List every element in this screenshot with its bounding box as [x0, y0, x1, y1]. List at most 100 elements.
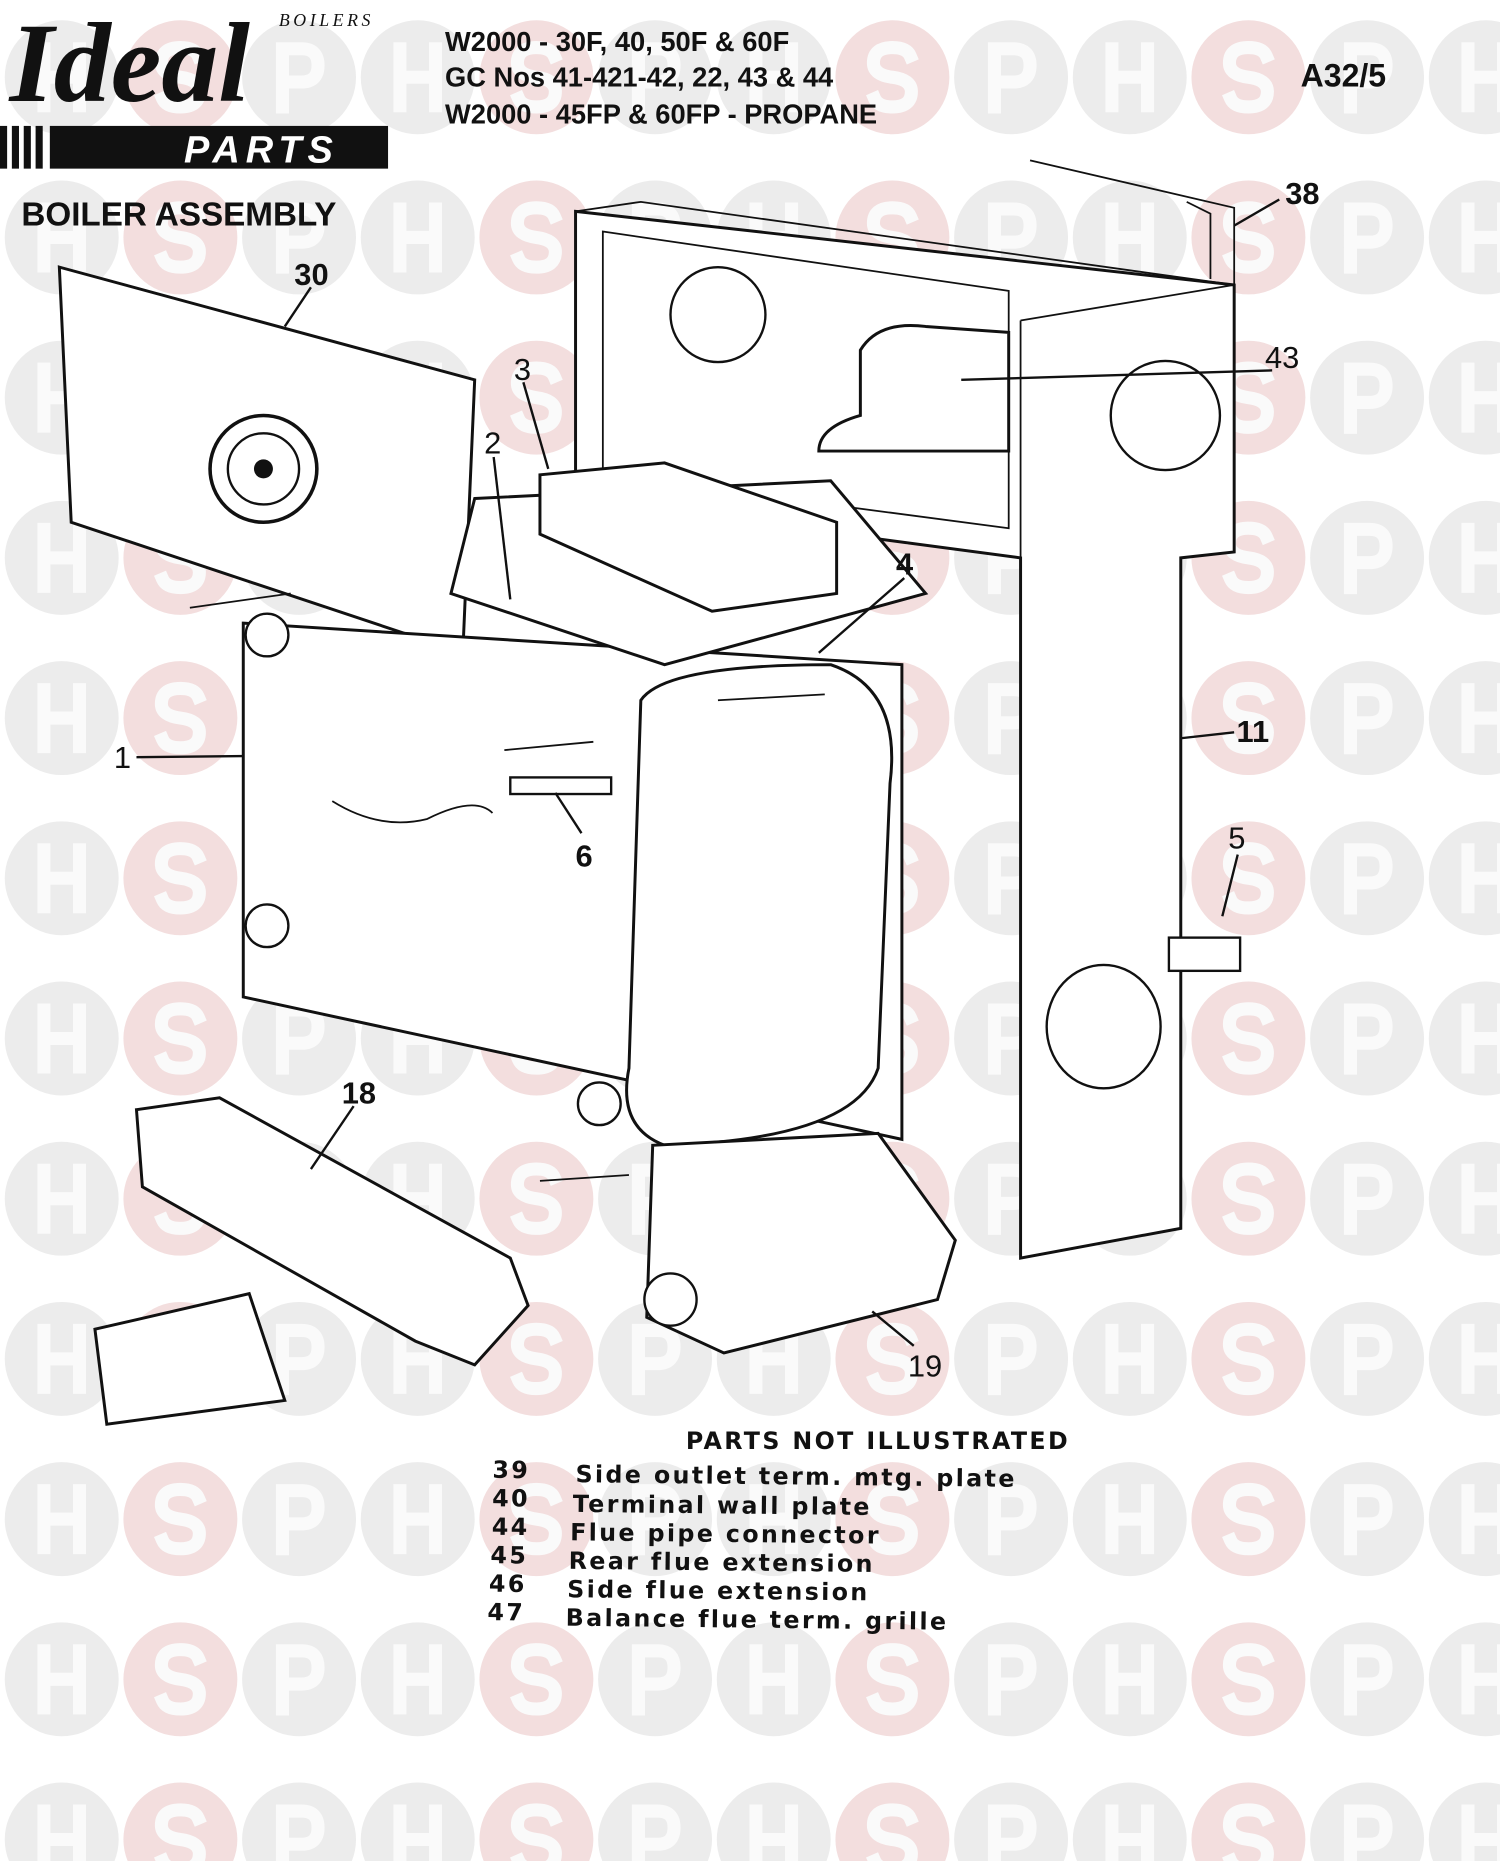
watermark-glyph: [1461, 1484, 1500, 1555]
watermark-glyph: [37, 843, 87, 914]
watermark-glyph: [987, 1644, 1037, 1716]
watermark-glyph: [1343, 1484, 1393, 1556]
watermark-glyph: [37, 683, 87, 754]
part-number: 47: [487, 1598, 525, 1626]
watermark-glyph: [1343, 42, 1393, 114]
watermark-glyph: [987, 1804, 1037, 1861]
watermark-glyph: [1461, 522, 1500, 593]
watermark-circle: [1191, 1782, 1306, 1861]
models-line-2: GC Nos 41-421-42, 22, 43 & 44: [445, 62, 834, 93]
watermark-glyph: [1461, 683, 1500, 754]
watermark-glyph: [154, 1643, 207, 1716]
watermark-glyph: [1222, 521, 1275, 595]
watermark-glyph: [1461, 1644, 1500, 1715]
watermark-glyph: [275, 1644, 325, 1716]
part-number: 39: [492, 1456, 530, 1484]
part-description: Terminal wall plate: [573, 1490, 872, 1521]
watermark-glyph: [987, 1484, 1037, 1556]
callout-1[interactable]: 1: [114, 740, 131, 775]
watermark-glyph: [275, 1484, 325, 1556]
parts-not-illustrated: PARTS NOT ILLUSTRATED 39 Side outlet ter…: [487, 1427, 1070, 1636]
watermark-glyph: [1461, 42, 1500, 113]
callout-38[interactable]: 38: [1285, 176, 1319, 211]
watermark-glyph: [1461, 1003, 1500, 1074]
watermark-circle: [242, 1782, 356, 1861]
watermark-glyph: [866, 1482, 919, 1556]
callout-18[interactable]: 18: [342, 1076, 376, 1111]
watermark-glyph: [1461, 843, 1500, 914]
watermark-circle: [360, 1782, 475, 1861]
sump: [645, 1131, 957, 1355]
watermark-glyph: [1105, 1484, 1155, 1555]
watermark-glyph: [393, 42, 443, 113]
watermark-glyph: [154, 1002, 207, 1075]
watermark-glyph: [866, 41, 919, 114]
part-number: 46: [489, 1570, 527, 1598]
watermark-glyph: [749, 1484, 799, 1555]
watermark-glyph: [1343, 362, 1393, 434]
callout-11[interactable]: 11: [1237, 714, 1270, 749]
watermark-glyph: [631, 1323, 681, 1396]
watermark-glyph: [37, 1484, 87, 1555]
watermark-glyph: [37, 1804, 87, 1861]
watermark-glyph: [154, 681, 207, 755]
watermark-glyph: [37, 1163, 87, 1234]
watermark-glyph: [37, 1323, 87, 1394]
logo-parts: PARTS: [184, 130, 339, 172]
watermark-glyph: [510, 201, 563, 274]
watermark-glyph: [1461, 362, 1500, 433]
watermark-glyph: [154, 1482, 207, 1556]
watermark-glyph: [749, 42, 799, 113]
watermark-glyph: [275, 202, 325, 274]
callout-43[interactable]: 43: [1265, 340, 1299, 375]
watermark-glyph: [987, 1323, 1037, 1396]
ideal-logo: Ideal BOILERS PARTS: [0, 0, 389, 172]
watermark-glyph: [1105, 1804, 1155, 1861]
watermark-glyph: [1105, 1644, 1155, 1715]
watermark-glyph: [393, 202, 443, 273]
watermark-glyph: [1343, 1804, 1393, 1861]
watermark-glyph: [631, 1484, 681, 1556]
callout-4[interactable]: 4: [896, 546, 913, 581]
watermark-glyph: [510, 1322, 563, 1396]
watermark-glyph: [275, 1323, 325, 1396]
watermark-glyph: [1222, 681, 1275, 755]
watermark-glyph: [1222, 201, 1275, 274]
watermark-glyph: [1222, 1002, 1275, 1075]
watermark-glyph: [1343, 1323, 1393, 1396]
part-description: Side outlet term. mtg. plate: [575, 1460, 1017, 1493]
watermark-circle: [123, 1782, 238, 1861]
callout-19[interactable]: 19: [908, 1349, 942, 1384]
parts-list-heading: PARTS NOT ILLUSTRATED: [686, 1427, 1070, 1455]
callout-3[interactable]: 3: [514, 352, 531, 387]
part-number: 40: [492, 1484, 530, 1512]
watermark-glyph: [1222, 1322, 1275, 1396]
part-description: Side flue extension: [567, 1575, 870, 1606]
watermark-circle: [479, 1782, 594, 1861]
callout-2[interactable]: 2: [484, 425, 501, 460]
watermark-circle: [954, 1782, 1069, 1861]
watermark-glyph: [1222, 842, 1275, 915]
boiler-drawing: [57, 159, 1242, 1426]
part-number: 44: [492, 1513, 530, 1541]
watermark-glyph: [154, 1803, 207, 1861]
models-line-3: W2000 - 45FP & 60FP - PROPANE: [445, 99, 877, 130]
watermark-circle: [835, 1782, 950, 1861]
watermark-glyph: [987, 202, 1037, 274]
watermark-glyph: [393, 1804, 443, 1861]
watermark-glyph: [510, 1482, 563, 1556]
watermark-glyph: [1343, 1644, 1393, 1716]
watermark-glyph: [749, 1804, 799, 1861]
watermark-glyph: [866, 1643, 919, 1716]
watermark-glyph: [1222, 361, 1275, 434]
watermark-glyph: [37, 1644, 87, 1715]
watermark-glyph: [1343, 1163, 1393, 1235]
callout-6[interactable]: 6: [576, 838, 593, 873]
callout-30[interactable]: 30: [294, 257, 328, 292]
callout-5[interactable]: 5: [1228, 821, 1245, 856]
gas-valve: [93, 1291, 287, 1426]
heat-exchanger: [625, 663, 894, 1147]
watermark-glyph: [1343, 1003, 1393, 1075]
